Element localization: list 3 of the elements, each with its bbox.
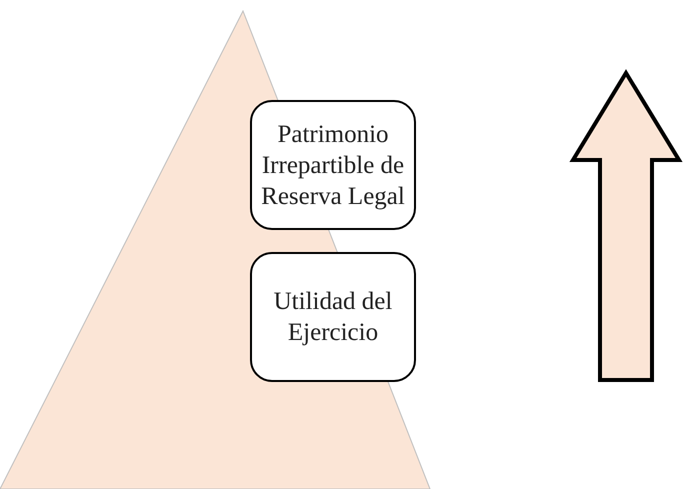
text-box xyxy=(250,100,416,230)
box-label: Patrimonio Irrepartible de Reserva Legal xyxy=(260,120,406,212)
box-label: Utilidad del Ejercicio xyxy=(272,287,394,348)
